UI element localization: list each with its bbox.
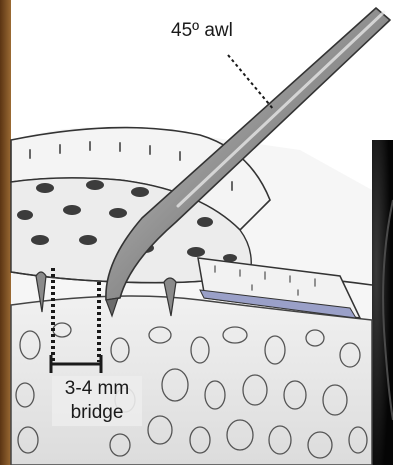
bridge-size-label: 3-4 mm [52,378,142,399]
arthroscopic-inset [372,140,393,465]
left-photo-edge [0,0,11,465]
awl-label: 45º awl [171,20,233,41]
awl-leader-line [228,55,274,110]
bridge-label: bridge [52,402,142,423]
